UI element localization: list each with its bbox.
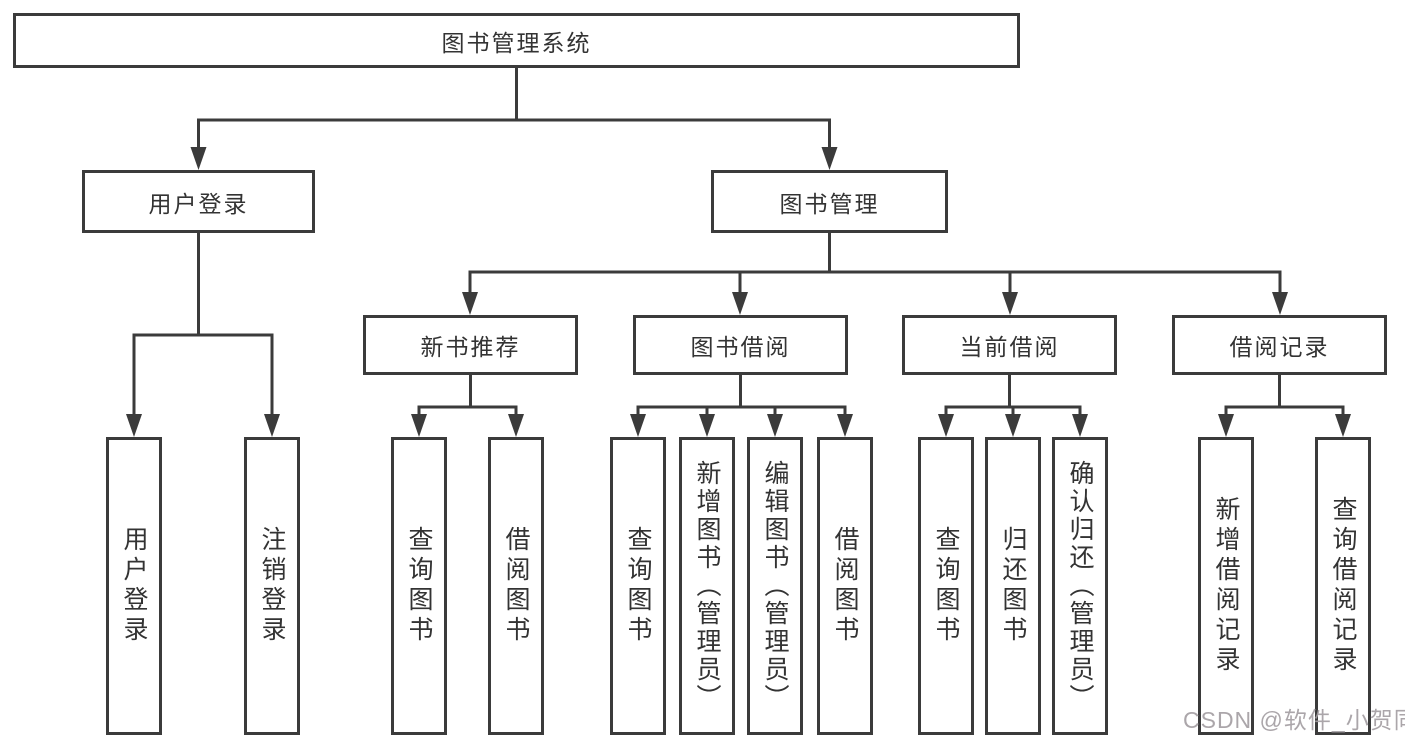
node-borrow-books-recommend: 借阅图书	[488, 437, 544, 735]
node-confirm-return-admin: 确认归还（管理员）	[1052, 437, 1108, 735]
node-query-books-borrowing: 查询图书	[610, 437, 666, 735]
node-current-borrowing: 当前借阅	[902, 315, 1117, 375]
node-query-books-recommend: 查询图书	[391, 437, 447, 735]
node-add-borrow-record: 新增借阅记录	[1198, 437, 1254, 735]
node-book-borrowing: 图书借阅	[633, 315, 848, 375]
watermark: CSDN @软件_小贺同学	[1183, 707, 1405, 733]
node-book-management: 图书管理	[711, 170, 948, 233]
node-query-borrow-record: 查询借阅记录	[1315, 437, 1371, 735]
node-logout-action: 注销登录	[244, 437, 300, 735]
node-return-book: 归还图书	[985, 437, 1041, 735]
node-add-book-admin: 新增图书（管理员）	[679, 437, 735, 735]
node-edit-book-admin: 编辑图书（管理员）	[747, 437, 803, 735]
node-library-management-system: 图书管理系统	[13, 13, 1020, 68]
node-new-book-recommendation: 新书推荐	[363, 315, 578, 375]
node-query-books-current: 查询图书	[918, 437, 974, 735]
node-user-login-action: 用户登录	[106, 437, 162, 735]
node-borrowing-records: 借阅记录	[1172, 315, 1387, 375]
node-user-login: 用户登录	[82, 170, 315, 233]
node-borrow-books-borrowing: 借阅图书	[817, 437, 873, 735]
